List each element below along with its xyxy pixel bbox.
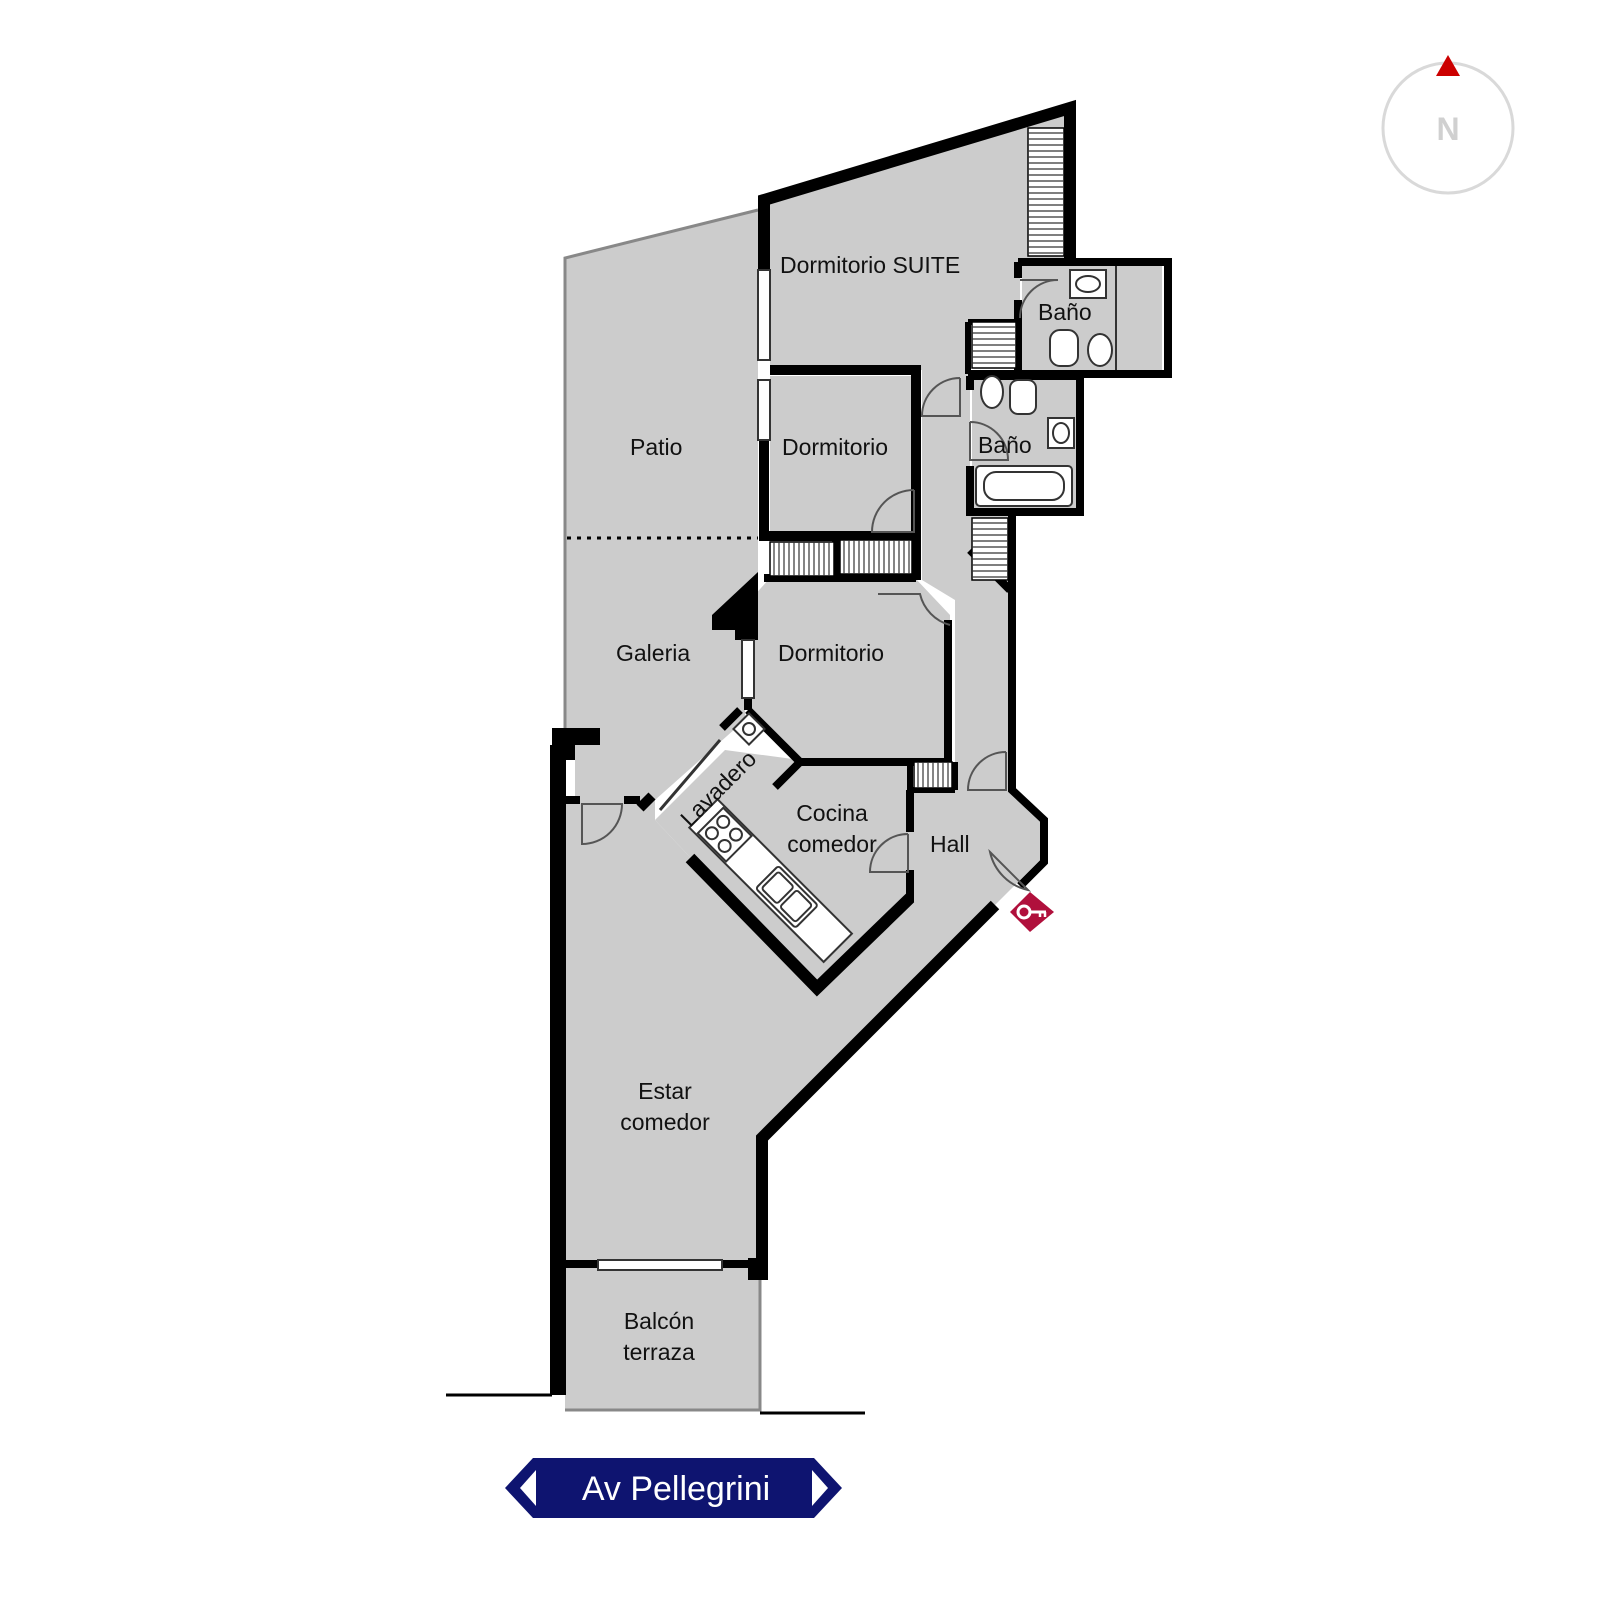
bidet-icon — [1009, 379, 1037, 415]
corridor-area — [922, 370, 1010, 790]
compass-north-label: N — [1436, 111, 1459, 147]
label-balcon-line1: Balcón — [624, 1308, 694, 1334]
door-suite-corridor — [920, 377, 961, 417]
label-bano-suite: Baño — [1038, 299, 1092, 325]
key-icon[interactable] — [1010, 892, 1054, 932]
patio-boundary — [563, 208, 759, 735]
window-dorm-2 — [741, 639, 755, 699]
door-hall-corridor — [966, 751, 1007, 791]
label-estar-line2: comedor — [620, 1109, 710, 1135]
windows — [597, 269, 771, 1271]
fixtures — [687, 266, 1117, 964]
bidet-icon — [1049, 329, 1079, 367]
balcon-area — [565, 1272, 760, 1410]
window-balcon — [597, 1259, 723, 1271]
arrow-left-icon — [520, 1470, 536, 1506]
label-galeria: Galeria — [616, 640, 690, 666]
label-hall: Hall — [930, 831, 970, 857]
toilet-icon — [980, 375, 1004, 409]
sink-icon — [1052, 422, 1070, 444]
label-estar-line1: Estar — [638, 1078, 692, 1104]
door-dorm-1 — [870, 489, 915, 533]
hall-area — [910, 790, 1040, 905]
closet-hatching — [773, 132, 1064, 788]
label-cocina-line1: Cocina — [796, 800, 868, 826]
stove-icon — [696, 806, 753, 863]
patio-galeria-area — [565, 210, 758, 800]
sink-icon — [1075, 275, 1101, 293]
closet-dorm-1a[interactable] — [769, 541, 835, 577]
dormitorio-2-area — [752, 578, 950, 760]
street-name: Av Pellegrini — [582, 1470, 770, 1508]
label-bano-2: Baño — [978, 432, 1032, 458]
label-patio: Patio — [630, 434, 682, 460]
door-bano-suite — [1019, 279, 1059, 319]
label-balcon-line2: terraza — [623, 1339, 695, 1365]
door-bano-2 — [969, 421, 1010, 461]
suite-area — [770, 110, 1065, 370]
dormitorio-1-area — [770, 376, 916, 536]
doors — [581, 279, 1059, 892]
door-galeria — [581, 803, 624, 846]
door-dorm-2 — [878, 593, 951, 626]
door-cocina — [868, 833, 909, 873]
closet-stair[interactable] — [971, 517, 1009, 581]
arrow-right-icon — [812, 1470, 828, 1506]
window-dorm-1 — [757, 379, 771, 441]
compass: N — [1381, 55, 1515, 195]
balcon-boundary — [565, 1272, 762, 1412]
closet-dorm-1b[interactable] — [839, 539, 913, 575]
window-suite — [757, 269, 771, 361]
label-dormitorio-1: Dormitorio — [782, 434, 888, 460]
label-cocina-line2: comedor — [787, 831, 877, 857]
label-dormitorio-suite: Dormitorio SUITE — [780, 252, 960, 278]
label-dormitorio-2: Dormitorio — [778, 640, 884, 666]
door-entrance — [988, 848, 1032, 892]
street-badge: Av Pellegrini — [505, 1458, 842, 1518]
north-arrow-icon — [1436, 55, 1460, 76]
estar-area — [565, 800, 995, 1272]
toilet-icon — [1087, 333, 1113, 367]
closet-suite[interactable] — [1027, 127, 1065, 257]
